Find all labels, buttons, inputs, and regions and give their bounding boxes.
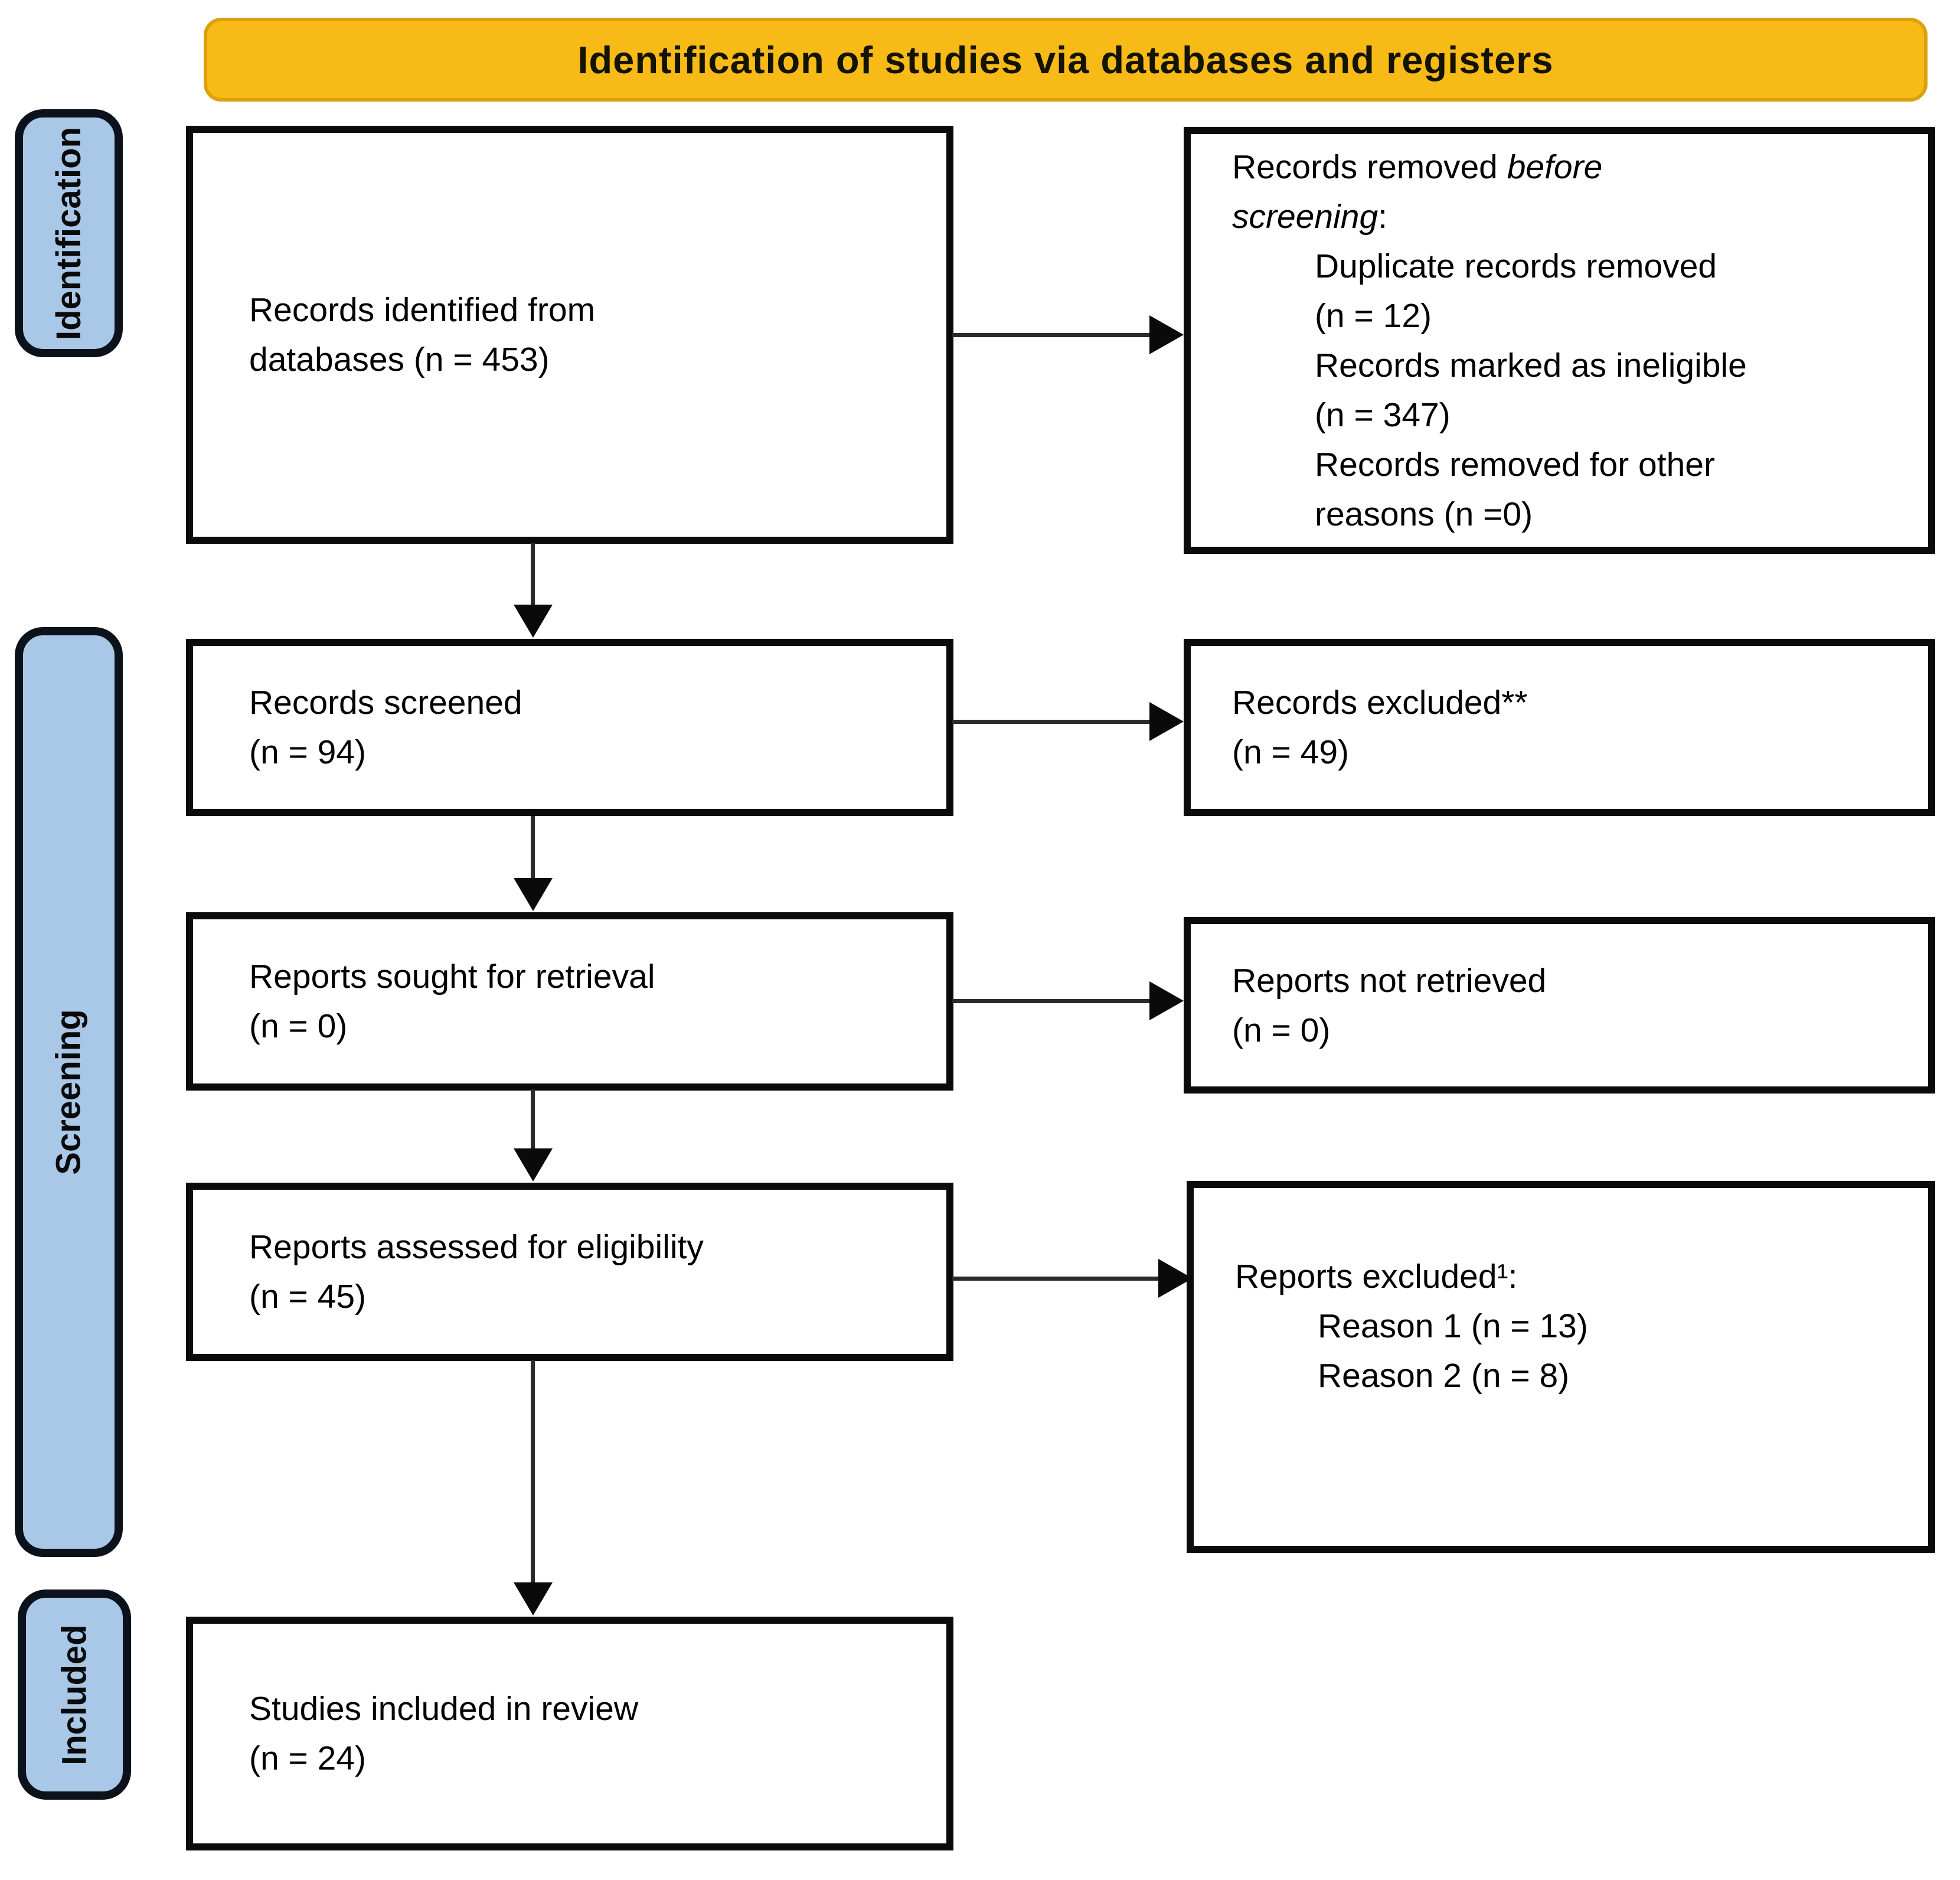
arrowhead-identified-to-screened xyxy=(514,605,553,638)
box-reports-excluded-title: Reports excluded¹: xyxy=(1235,1258,1518,1295)
reports-excluded-reason-1: Reason 1 (n = 13) xyxy=(1318,1307,1588,1345)
stage-included-label: Included xyxy=(55,1624,94,1765)
records-removed-title-line1: Records removed before xyxy=(1232,142,1916,192)
box-records-excluded: Records excluded** (n = 49) xyxy=(1184,639,1935,816)
stage-included: Included xyxy=(18,1589,131,1800)
arrowhead-identified-to-removed xyxy=(1149,315,1184,354)
records-removed-title-line2: screening: xyxy=(1232,192,1916,241)
arrowhead-assessed-to-included xyxy=(514,1582,553,1615)
box-reports-sought-line1: Reports sought for retrieval xyxy=(249,958,655,996)
arrow-line-screened-to-excluded xyxy=(952,720,1155,724)
arrowhead-assessed-to-reportsexcluded xyxy=(1158,1259,1193,1298)
arrowhead-screened-to-sought xyxy=(514,878,553,911)
box-records-identified-line2: databases (n = 453) xyxy=(249,341,550,378)
box-records-identified-line1: Records identified from xyxy=(249,291,596,329)
records-removed-title-italic2: screening xyxy=(1232,197,1378,236)
removed-item-ineligible-line2: (n = 347) xyxy=(1315,396,1451,434)
box-reports-not-retrieved: Reports not retrieved (n = 0) xyxy=(1184,917,1935,1094)
removed-item-other-line2: reasons (n =0) xyxy=(1315,495,1533,533)
removed-item-duplicates-line1: Duplicate records removed xyxy=(1315,247,1717,285)
box-reports-assessed-line2: (n = 45) xyxy=(249,1278,367,1316)
records-removed-title-normal: Records removed xyxy=(1232,148,1507,186)
banner: Identification of studies via databases … xyxy=(204,18,1928,102)
box-studies-included-line1: Studies included in review xyxy=(249,1690,639,1728)
box-reports-sought: Reports sought for retrieval (n = 0) xyxy=(186,912,953,1091)
stage-identification: Identification xyxy=(15,109,123,357)
box-studies-included-line2: (n = 24) xyxy=(249,1739,367,1777)
removed-item-other-line1: Records removed for other xyxy=(1315,445,1715,484)
removed-item-ineligible-line1: Records marked as ineligible xyxy=(1315,346,1747,384)
box-records-identified: Records identified from databases (n = 4… xyxy=(186,126,953,544)
box-records-screened-line1: Records screened xyxy=(249,684,522,722)
arrowhead-sought-to-assessed xyxy=(514,1148,553,1181)
arrow-line-sought-to-assessed xyxy=(531,1089,535,1151)
stage-screening: Screening xyxy=(15,627,123,1557)
box-reports-assessed-line1: Reports assessed for eligibility xyxy=(249,1228,704,1266)
arrow-line-assessed-to-reportsexcluded xyxy=(952,1277,1164,1281)
box-records-removed-before-screening: Records removed before screening: Duplic… xyxy=(1184,127,1935,554)
box-reports-sought-line2: (n = 0) xyxy=(249,1007,348,1045)
box-studies-included: Studies included in review (n = 24) xyxy=(186,1617,953,1850)
arrow-line-sought-to-notretrieved xyxy=(952,999,1155,1003)
reports-excluded-reason-2: Reason 2 (n = 8) xyxy=(1318,1357,1570,1395)
records-removed-title-colon: : xyxy=(1378,197,1387,236)
arrow-line-identified-to-removed xyxy=(952,333,1155,337)
stage-screening-label: Screening xyxy=(50,1009,88,1175)
arrow-line-assessed-to-included xyxy=(531,1360,535,1585)
removed-item-duplicates-line2: (n = 12) xyxy=(1315,296,1432,335)
arrowhead-sought-to-notretrieved xyxy=(1149,981,1184,1020)
arrowhead-screened-to-excluded xyxy=(1149,702,1184,741)
box-records-excluded-line2: (n = 49) xyxy=(1232,733,1350,771)
box-records-excluded-line1: Records excluded** xyxy=(1232,684,1528,722)
records-removed-title-italic1: before xyxy=(1507,148,1603,186)
box-reports-not-retrieved-line1: Reports not retrieved xyxy=(1232,961,1547,1000)
box-reports-not-retrieved-line2: (n = 0) xyxy=(1232,1011,1331,1049)
box-records-screened-line2: (n = 94) xyxy=(249,733,367,771)
stage-identification-label: Identification xyxy=(50,126,89,340)
arrow-line-identified-to-screened xyxy=(531,543,535,608)
box-reports-excluded: Reports excluded¹: Reason 1 (n = 13) Rea… xyxy=(1187,1181,1935,1553)
arrow-line-screened-to-sought xyxy=(531,816,535,881)
box-records-screened: Records screened (n = 94) xyxy=(186,639,953,816)
box-reports-assessed: Reports assessed for eligibility (n = 45… xyxy=(186,1183,953,1361)
banner-title: Identification of studies via databases … xyxy=(577,38,1554,81)
